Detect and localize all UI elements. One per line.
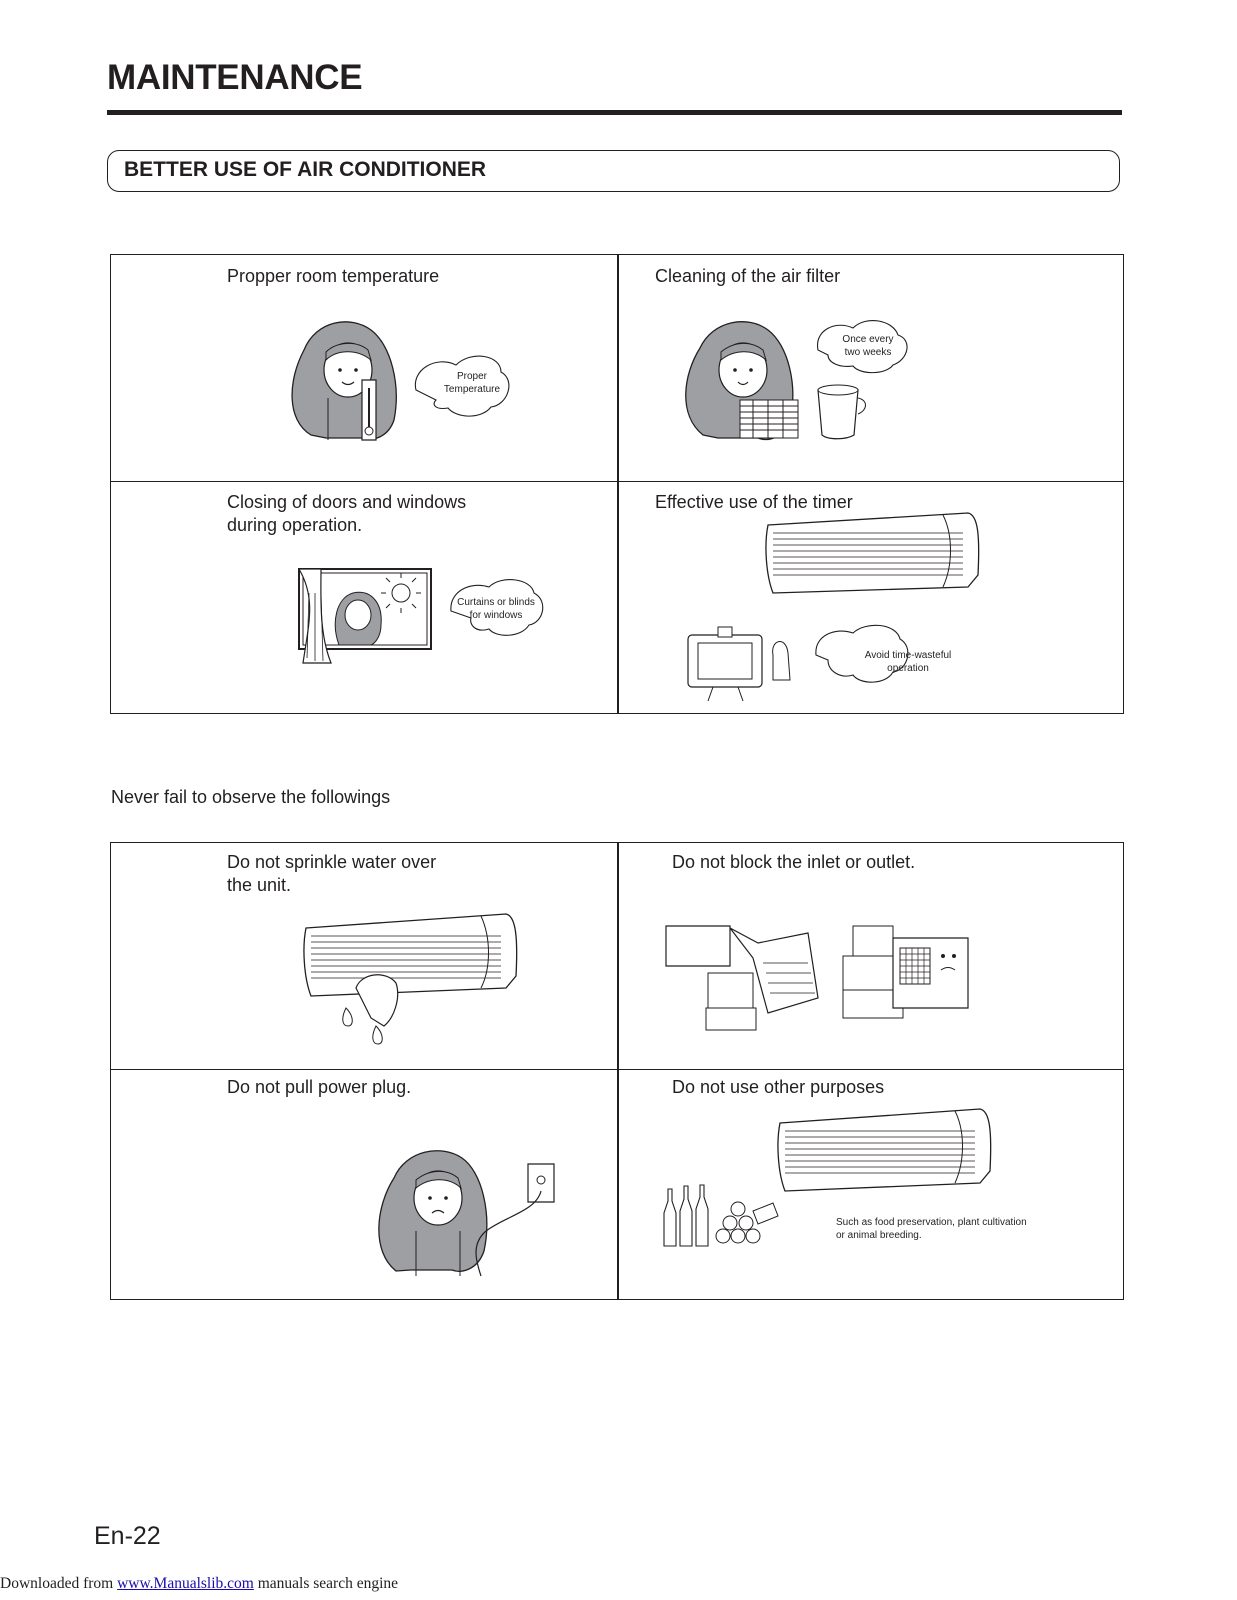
girl-cleaning-filter-illustration: Once every two weeks bbox=[678, 310, 978, 460]
tip-proper-temperature: Propper room temperature Proper Temperat… bbox=[111, 255, 618, 483]
section-title: BETTER USE OF AIR CONDITIONER bbox=[124, 158, 487, 181]
bubble-text-line-1: Avoid time-wasteful bbox=[865, 650, 952, 661]
bubble-text-line-2: two weeks bbox=[845, 347, 892, 358]
rule-no-block: Do not block the inlet or outlet. bbox=[618, 843, 1125, 1071]
tip-label: Closing of doors and windows during oper… bbox=[227, 492, 467, 535]
section-header-box: BETTER USE OF AIR CONDITIONER bbox=[107, 150, 1120, 192]
page-title: MAINTENANCE bbox=[107, 58, 363, 97]
rule-no-water: Do not sprinkle water over the unit. bbox=[111, 843, 618, 1071]
girl-thermometer-illustration: Proper Temperature bbox=[276, 310, 576, 450]
bubble-text-line-1: Proper bbox=[457, 371, 488, 382]
ac-unit-timer-illustration: Avoid time-wasteful operation bbox=[678, 505, 1008, 705]
rule-label: Do not block the inlet or outlet. bbox=[672, 852, 916, 872]
grid-divider-horizontal bbox=[111, 481, 1123, 483]
footer-suffix: manuals search engine bbox=[253, 1575, 399, 1592]
tip-clean-filter: Cleaning of the air filter Once every tw… bbox=[618, 255, 1125, 483]
window-curtain-illustration: Curtains or blinds for windows bbox=[291, 563, 591, 673]
bubble-text-line-1: Curtains or blinds bbox=[457, 597, 535, 608]
download-footer: Downloaded from www.Manualslib.com manua… bbox=[0, 1575, 398, 1593]
grid-divider-vertical bbox=[617, 255, 619, 713]
ac-wipe-illustration bbox=[296, 908, 536, 1053]
page-number: En-22 bbox=[94, 1522, 161, 1550]
bubble-text-line-2: for windows bbox=[470, 610, 523, 621]
ac-other-purposes-illustration: Such as food preservation, plant cultiva… bbox=[658, 1101, 1027, 1271]
better-use-grid: Propper room temperature Proper Temperat… bbox=[110, 254, 1124, 714]
grid-divider-vertical bbox=[617, 843, 619, 1299]
bubble-text-line-2: Temperature bbox=[444, 384, 501, 395]
observe-intro: Never fail to observe the followings bbox=[111, 787, 391, 807]
rule-no-other-purposes: Do not use other purposes Such as food p… bbox=[618, 1071, 1125, 1299]
rule-no-pull-plug: Do not pull power plug. bbox=[111, 1071, 618, 1299]
tip-label: Cleaning of the air filter bbox=[655, 266, 841, 286]
bubble-text-line-1: Once every bbox=[842, 334, 893, 345]
grid-divider-horizontal bbox=[111, 1069, 1123, 1071]
tip-label: Propper room temperature bbox=[227, 266, 440, 286]
rule-label: Do not use other purposes bbox=[672, 1077, 885, 1097]
title-rule bbox=[107, 110, 1122, 115]
blocked-unit-illustration bbox=[658, 918, 988, 1048]
manualslib-link[interactable]: www.Manualslib.com bbox=[117, 1575, 254, 1592]
bubble-text-line-2: operation bbox=[887, 663, 929, 674]
rule-label: Do not pull power plug. bbox=[227, 1077, 412, 1097]
tip-effective-timer: Effective use of the timer Avoid time-wa… bbox=[618, 483, 1125, 711]
purpose-note-line-1: Such as food preservation, plant cultiva… bbox=[836, 1217, 1027, 1228]
girl-pulling-plug-illustration bbox=[376, 1136, 576, 1286]
observe-grid: Do not sprinkle water over the unit. Do … bbox=[110, 842, 1124, 1300]
footer-prefix: Downloaded from bbox=[0, 1575, 118, 1592]
rule-label: Do not sprinkle water over the unit. bbox=[227, 852, 437, 895]
tip-close-doors-windows: Closing of doors and windows during oper… bbox=[111, 483, 618, 711]
purpose-note-line-2: or animal breeding. bbox=[836, 1230, 922, 1241]
tip-label: Effective use of the timer bbox=[655, 492, 853, 512]
